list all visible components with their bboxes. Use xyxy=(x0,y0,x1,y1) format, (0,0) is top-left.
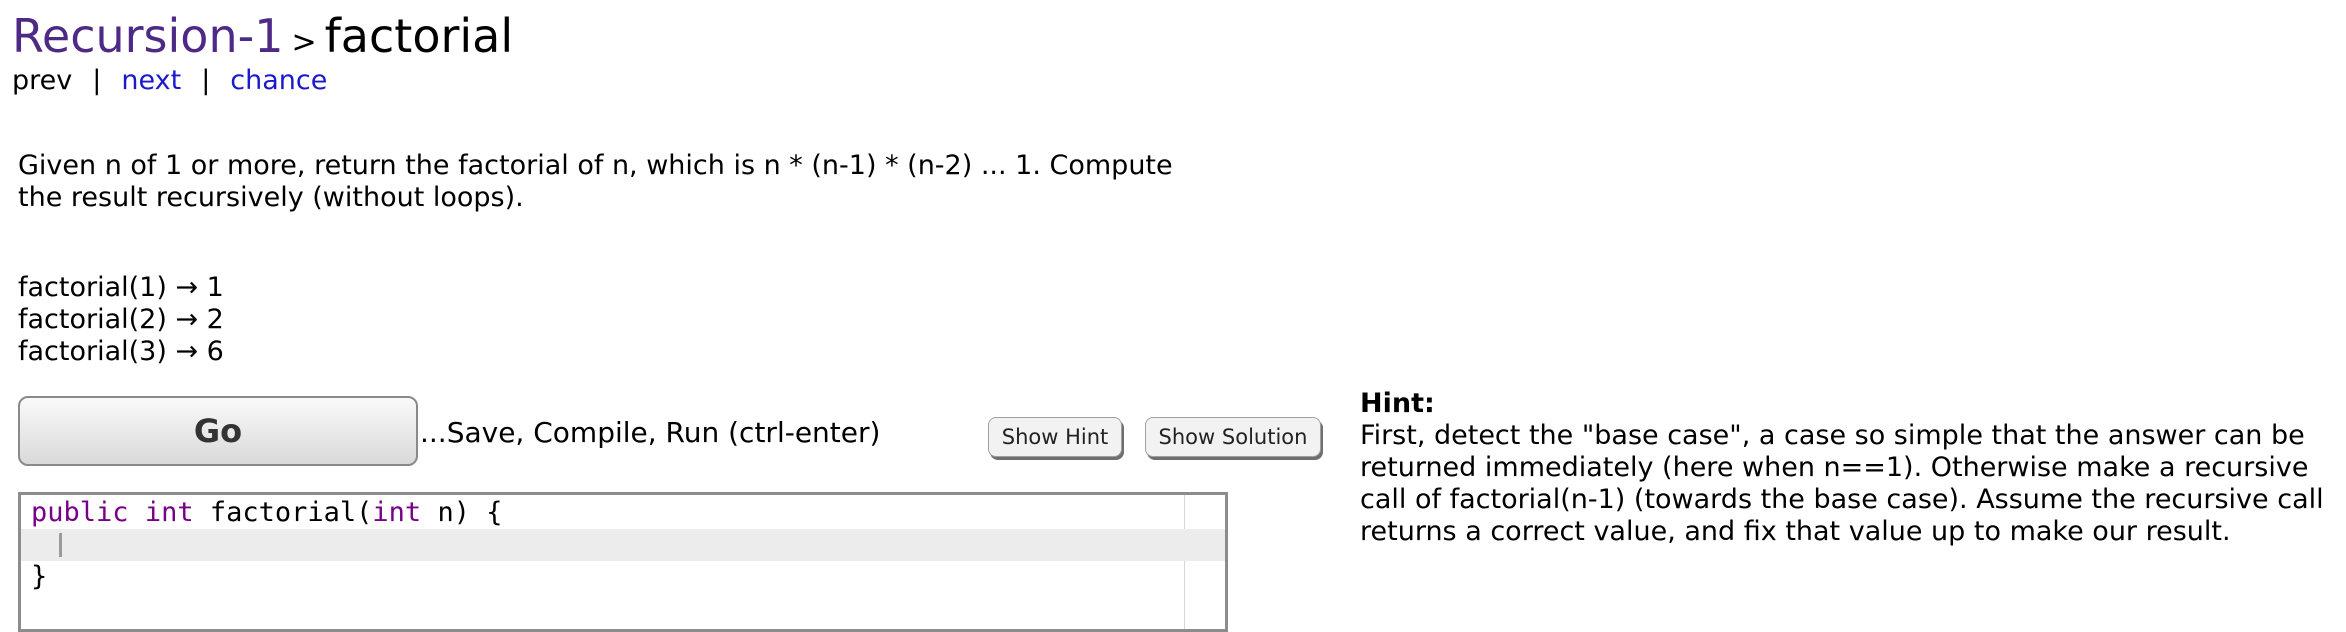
example-item: factorial(1) → 1 xyxy=(18,272,224,303)
code-line: public int factorial(int n) { xyxy=(31,497,503,528)
text-cursor xyxy=(59,533,62,557)
show-hint-button[interactable]: Show Hint xyxy=(988,417,1122,457)
page-title: Recursion-1>factorial xyxy=(12,6,513,73)
prev-link: prev xyxy=(12,65,73,96)
hint-panel: Hint: First, detect the "base case", a c… xyxy=(1360,388,2340,548)
problem-description: Given n of 1 or more, return the factori… xyxy=(18,150,1173,213)
examples-list: factorial(1) → 1 factorial(2) → 2 factor… xyxy=(18,272,224,368)
code-editor[interactable]: public int factorial(int n) { } xyxy=(18,492,1228,632)
nav-divider: | xyxy=(92,65,102,96)
category-link[interactable]: Recursion-1 xyxy=(12,9,284,63)
example-item: factorial(3) → 6 xyxy=(18,336,224,367)
code-line: } xyxy=(31,561,48,592)
problem-nav: prev | next | chance xyxy=(12,62,327,100)
hint-title: Hint: xyxy=(1360,388,1435,419)
example-item: factorial(2) → 2 xyxy=(18,304,224,335)
editor-margin-line xyxy=(1184,495,1185,629)
nav-divider: | xyxy=(201,65,211,96)
show-solution-button[interactable]: Show Solution xyxy=(1145,417,1321,457)
hint-text: First, detect the "base case", a case so… xyxy=(1360,420,2324,547)
problem-title: factorial xyxy=(324,9,514,63)
go-button[interactable]: Go xyxy=(18,396,418,466)
breadcrumb-separator: > xyxy=(291,25,317,60)
active-code-line[interactable] xyxy=(21,529,1225,561)
go-shortcut-text: ...Save, Compile, Run (ctrl-enter) xyxy=(420,416,881,449)
chance-link[interactable]: chance xyxy=(230,65,328,96)
next-link[interactable]: next xyxy=(121,65,182,96)
